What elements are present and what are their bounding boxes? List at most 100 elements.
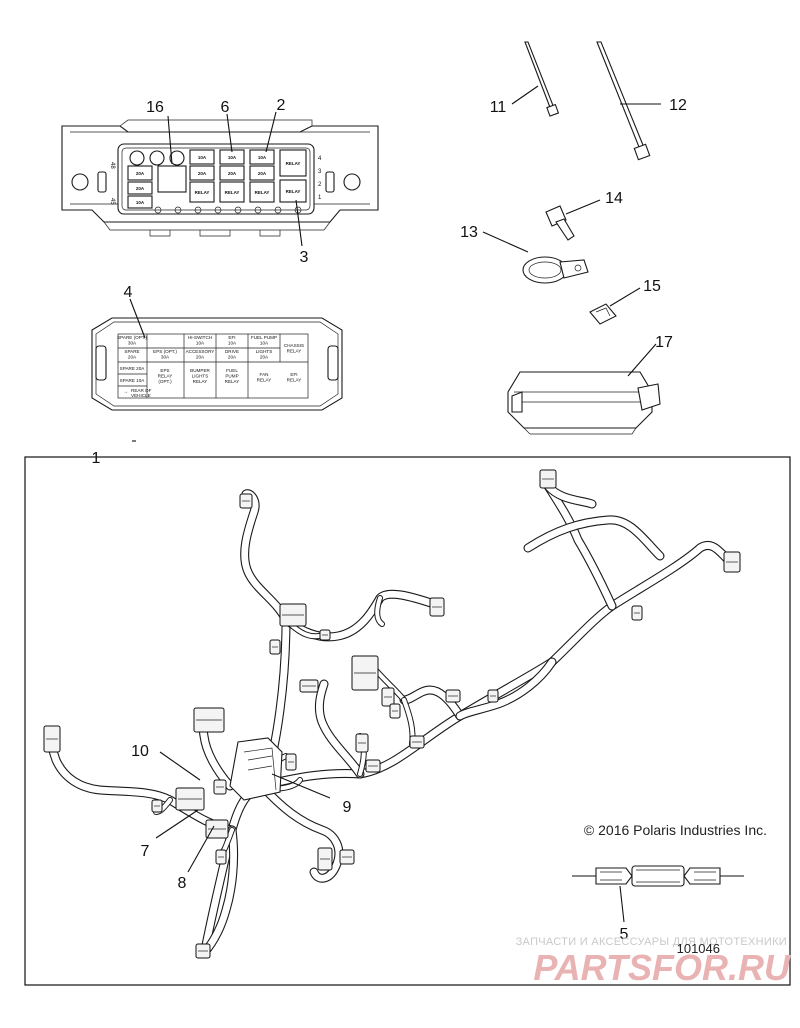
fuse-box-side-num-1: 1	[318, 195, 322, 201]
callout-14: 14	[605, 190, 623, 207]
fuse-cover-cell-label: RELAY	[158, 373, 173, 378]
fuse-cover-cell-label: EFI	[290, 372, 297, 377]
hose-clamp	[522, 256, 589, 284]
fuse-box-side-num-4: 4	[318, 156, 322, 162]
fuse-label: 20A	[198, 171, 207, 176]
rear-note-line2: VEHICLE	[131, 393, 151, 398]
fuse-cover-cell-label: RELAY	[257, 377, 272, 382]
fuse-cover-cell-label: SPARE	[124, 349, 139, 354]
fuse-label: 20A	[136, 186, 145, 191]
callout-10: 10	[131, 743, 149, 760]
callout-4: 4	[124, 284, 133, 301]
fuse-label: 10A	[198, 155, 207, 160]
fuse-cover-cell-label: 30A	[128, 340, 137, 345]
fuse-cover-cell-label: EPS (OPT.)	[153, 349, 177, 354]
callout-7: 7	[141, 843, 150, 860]
fuse-cover-cell-label: SPARE (OPT.)	[117, 335, 147, 340]
fuse-label: 10A	[136, 200, 145, 205]
harness-wire-fill	[548, 542, 734, 666]
callout-2: 2	[277, 97, 286, 114]
cable-tie-short	[524, 41, 560, 117]
fuse-cover-cell-label: LIGHTS	[256, 349, 273, 354]
diagram-part-number: 101046	[677, 941, 720, 956]
fuse-cover-cell-label: EFI	[228, 335, 235, 340]
harness-wire-fill	[241, 490, 290, 624]
fuse-cover-cell-label: 10A	[260, 340, 269, 345]
relay-label: RELAY	[255, 190, 270, 195]
fuse-cover-cell-label: SPARE 20A	[120, 366, 146, 371]
fuse-cover-cell-label: RELAY	[287, 348, 302, 353]
fuse-cover-cell-label: 20A	[128, 354, 137, 359]
fuse-cover-cell-label: PUMP	[225, 373, 238, 378]
fuse-cover-cell-label: FUEL	[226, 368, 238, 373]
cable-tie-long	[596, 41, 651, 161]
relay-label: RELAY	[286, 189, 301, 194]
fuse-cover-cell-label: DRIVE	[225, 349, 239, 354]
harness-wire-fill	[544, 482, 596, 508]
fuse-label: 20A	[228, 171, 237, 176]
fuse-cover-cell-label: FUEL PUMP	[251, 335, 277, 340]
fuse-cover-cell-label: FAN	[260, 372, 269, 377]
copyright-text: © 2016 Polaris Industries Inc.	[584, 822, 767, 838]
rear-note-line1: REAR OF	[131, 388, 152, 393]
relay-label: RELAY	[286, 161, 301, 166]
fuse-cover-cell-label: 10A	[228, 340, 237, 345]
harness-wire-fill	[316, 680, 364, 778]
callout-13: 13	[460, 224, 478, 241]
callout-numbers: 1 2 3 4 5 6 7 8 9 10 11 12 13 14 15 16 1…	[92, 97, 687, 943]
fuse-box-side-label-bottom: 45	[109, 198, 115, 205]
callout-17: 17	[655, 334, 673, 351]
fuse-cover-cell-label: CHASSIS	[284, 343, 304, 348]
harness-branch-fill	[375, 596, 384, 626]
harness-wire-fill	[544, 482, 616, 610]
bolt	[545, 205, 575, 241]
fuse-cover-cell-label: HI-SWITCH	[188, 335, 212, 340]
fuse-cover-cell-label: SPARE 10A	[120, 378, 146, 383]
callout-9: 9	[343, 799, 352, 816]
speed-nut-clip	[589, 303, 617, 325]
fuse-box-side-num-3: 3	[318, 169, 322, 175]
fuse-cover-cell-label: RELAY	[193, 379, 208, 384]
protective-boot	[507, 371, 661, 435]
fuse-cover-cell-label: RELAY	[287, 377, 302, 382]
fuse-label: 20A	[258, 171, 267, 176]
callout-5: 5	[620, 926, 629, 943]
rear-of-vehicle-arrow: →	[123, 389, 128, 395]
fuse-cover-cell-label: (OPT.)	[158, 379, 172, 384]
callout-3: 3	[300, 249, 309, 266]
fuse-cover-cell-label: EPS	[160, 368, 169, 373]
harness-wire-fill	[456, 658, 556, 720]
main-wire-harness	[43, 469, 741, 959]
fuse-cover-cell-label: 20A	[228, 354, 237, 359]
leader-lines	[129, 85, 661, 923]
main-harness-frame	[24, 456, 791, 986]
callout-8: 8	[178, 875, 187, 892]
fuse-label: 10A	[258, 155, 267, 160]
fuse-cover-cell-label: LIGHTS	[192, 373, 209, 378]
fuse-box-side-num-2: 2	[318, 182, 322, 188]
callout-16: 16	[146, 99, 164, 116]
callout-6: 6	[221, 99, 230, 116]
watermark-logo: PARTSFOR.RU	[533, 947, 791, 988]
fuse-box-side-label-top: 48	[109, 162, 115, 169]
harness-wire-fill	[201, 826, 238, 956]
fuse-cover-cell-label: 20A	[260, 354, 269, 359]
callout-12: 12	[669, 97, 687, 114]
harness-wire-fill	[524, 516, 664, 560]
harness-wire-fill	[258, 782, 343, 882]
fuse-box: 48 45 4 3 2 1 10A 10A 10A RELAY 20A 20A …	[61, 119, 379, 237]
fuse-cover-cell-label: 30A	[161, 354, 170, 359]
relay-label: RELAY	[225, 190, 240, 195]
harness-wire-fill	[400, 686, 464, 720]
fuse-cover-cell-label: 10A	[196, 340, 205, 345]
fuse-cover-cell-label: 20A	[196, 354, 205, 359]
fuse-cover-cell-label: RELAY	[225, 379, 240, 384]
relay-label: RELAY	[195, 190, 210, 195]
fuse-cover-cell-label: ACCESSORY	[186, 349, 215, 354]
watermark-tagline: ЗАПЧАСТИ И АКСЕССУАРЫ ДЛЯ МОТОТЕХНИКИ	[516, 936, 787, 948]
callout-15: 15	[643, 278, 661, 295]
harness-wire-outline	[547, 540, 735, 667]
jumper-harness	[572, 865, 744, 887]
